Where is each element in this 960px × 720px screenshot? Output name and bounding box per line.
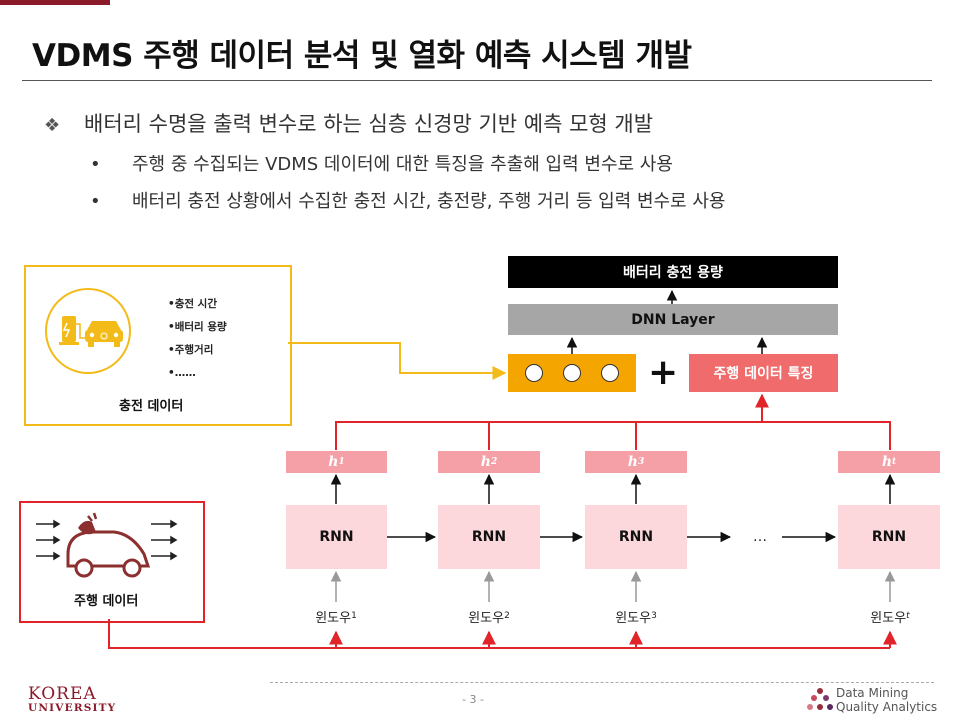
hidden-symbol: h [328, 454, 339, 470]
output-battery-capacity-box: 배터리 충전 용량 [508, 256, 838, 288]
list-item: •주행거리 [168, 344, 214, 356]
drive-data-distribution-line [108, 619, 890, 649]
hidden-aggregation-line [335, 421, 891, 450]
hidden-subscript: 1 [338, 457, 345, 467]
window-text: 윈도우 [870, 610, 907, 626]
sub-bullet-text: 배터리 충전 상황에서 수집한 충전 시간, 충전량, 주행 거리 등 입력 변… [132, 191, 726, 212]
sub-bullet: • 배터리 충전 상황에서 수집한 충전 시간, 충전량, 주행 거리 등 입력 … [90, 187, 725, 213]
rnn-cell: RNN [286, 505, 387, 569]
diamond-bullet-icon: ❖ [44, 115, 61, 136]
charge-variable-list: •충전 시간 •배터리 용량 •주행거리 •…… [168, 293, 227, 385]
electric-car-motion-icon [36, 512, 178, 578]
hidden-subscript: 3 [637, 457, 645, 467]
dmqa-logo-icon [807, 688, 833, 710]
rnn-cell: RNN [585, 505, 687, 569]
hidden-symbol: h [627, 454, 638, 470]
page-number: - 3 - [462, 693, 484, 706]
main-bullet: ❖ 배터리 수명을 출력 변수로 하는 심층 신경망 기반 예측 모형 개발 [44, 108, 653, 138]
window-subscript: 2 [504, 611, 510, 621]
university-name: KOREA [28, 684, 97, 704]
sub-bullet-dot: • [90, 191, 101, 212]
university-subtitle: UNIVERSITY [28, 702, 117, 714]
sub-bullet-text: 주행 중 수집되는 VDMS 데이터에 대한 특징을 추출해 입력 변수로 사용 [132, 154, 673, 175]
list-item: •배터리 용량 [168, 321, 227, 333]
window-text: 윈도우 [615, 610, 652, 626]
drive-feature-box: 주행 데이터 특징 [689, 354, 838, 392]
drive-data-panel [19, 501, 205, 623]
footer-divider [270, 682, 934, 683]
lab-logo-text: Data Mining Quality Analytics [836, 686, 937, 714]
window-text: 윈도우 [468, 610, 505, 626]
feature-node [601, 364, 619, 382]
sub-bullet: • 주행 중 수집되는 VDMS 데이터에 대한 특징을 추출해 입력 변수로 사… [90, 150, 673, 176]
hidden-subscript: 2 [490, 457, 498, 467]
plus-icon: + [648, 352, 679, 393]
rnn-cell: RNN [438, 505, 540, 569]
hidden-subscript: t [892, 457, 897, 467]
window-text: 윈도우 [315, 610, 352, 626]
hidden-symbol: h [881, 454, 892, 470]
list-item: •충전 시간 [168, 298, 218, 310]
lab-name-line1: Data Mining [836, 686, 909, 700]
window-subscript: 1 [351, 611, 357, 621]
charge-connector [288, 342, 507, 380]
window-subscript: t [906, 611, 910, 621]
dnn-layer-box: DNN Layer [508, 304, 838, 335]
hidden-symbol: h [480, 454, 491, 470]
ev-charging-station-icon [45, 288, 131, 374]
drive-data-label: 주행 데이터 [74, 594, 139, 609]
rnn-cell: RNN [838, 505, 940, 569]
sub-bullet-dot: • [90, 154, 101, 175]
feature-node [563, 364, 581, 382]
charge-data-label: 충전 데이터 [119, 399, 184, 414]
lab-name-line2: Quality Analytics [836, 700, 938, 714]
sequence-ellipsis: … [753, 529, 767, 545]
window-subscript: 3 [651, 611, 657, 621]
page-title: VDMS 주행 데이터 분석 및 열화 예측 시스템 개발 [32, 38, 692, 74]
feature-node [525, 364, 543, 382]
top-accent-bar [0, 0, 110, 5]
title-divider [22, 80, 932, 81]
charge-data-panel [24, 265, 292, 426]
main-bullet-text: 배터리 수명을 출력 변수로 하는 심층 신경망 기반 예측 모형 개발 [84, 112, 654, 136]
charge-feature-vector [508, 354, 636, 392]
list-item: •…… [168, 367, 196, 379]
university-logo: KOREA UNIVERSITY [28, 686, 116, 714]
